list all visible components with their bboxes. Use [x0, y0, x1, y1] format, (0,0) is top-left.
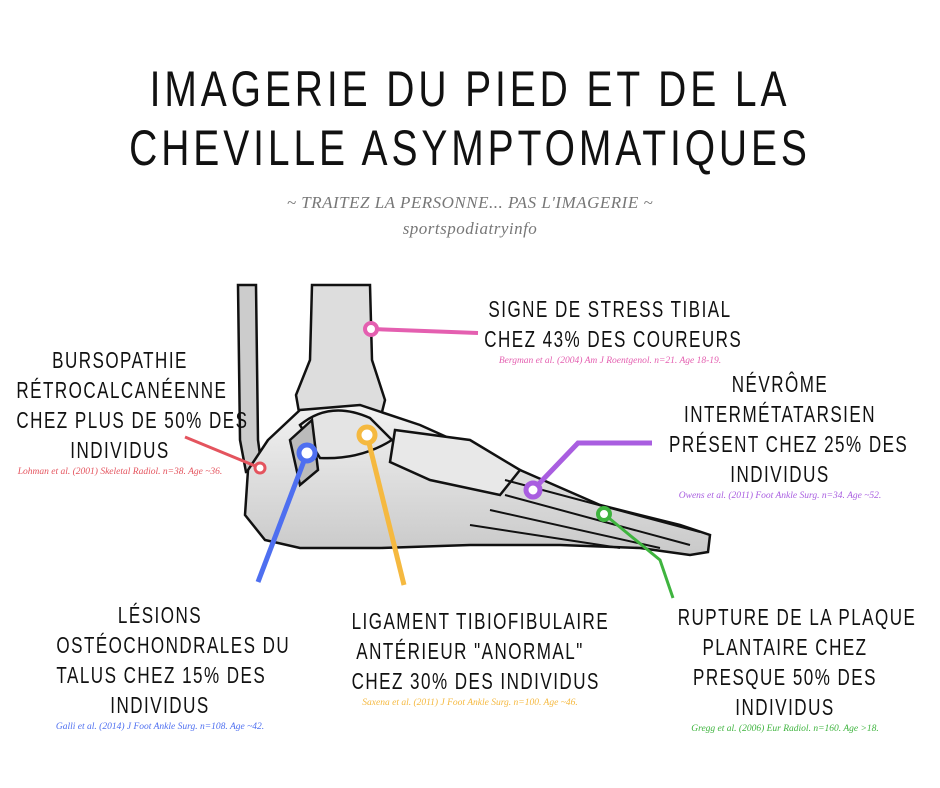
finding-tibial-stress: SIGNE DE STRESS TIBIAL CHEZ 43% DES COUR…	[440, 294, 780, 366]
finding-line: OSTÉOCHONDRALES DU	[56, 632, 291, 658]
finding-line: RÉTROCALCANÉENNE	[16, 377, 228, 403]
title-line-2: CHEVILLE ASYMPTOMATIQUES	[129, 120, 811, 176]
finding-line: LÉSIONS	[117, 602, 203, 628]
finding-talus: LÉSIONS OSTÉOCHONDRALES DU TALUS CHEZ 15…	[20, 600, 300, 732]
finding-line: INDIVIDUS	[735, 694, 835, 720]
finding-line: PLANTAIRE CHEZ	[702, 634, 868, 660]
title-line-1: IMAGERIE DU PIED ET DE LA	[149, 61, 791, 117]
finding-line: LIGAMENT TIBIOFIBULAIRE	[351, 608, 610, 634]
finding-plantar-plate: RUPTURE DE LA PLAQUE PLANTAIRE CHEZ PRES…	[640, 602, 930, 734]
finding-line: NÉVRÔME	[731, 371, 829, 397]
finding-atfl: LIGAMENT TIBIOFIBULAIRE ANTÉRIEUR "ANORM…	[310, 606, 630, 708]
connector-tibial-stress	[363, 321, 479, 337]
connector-neuroma	[523, 440, 652, 500]
citation: Galli et al. (2014) J Foot Ankle Surg. n…	[55, 722, 265, 732]
finding-line: PRESQUE 50% DES	[693, 664, 877, 690]
finding-neuroma: NÉVRÔME INTERMÉTATARSIEN PRÉSENT CHEZ 25…	[630, 369, 930, 501]
marker-ligament	[356, 424, 378, 446]
marker-plantar-plate	[596, 506, 612, 522]
tibia	[294, 283, 387, 427]
subtitle: ~ TRAITEZ LA PERSONNE... PAS L'IMAGERIE …	[286, 193, 654, 212]
connector-bursitis	[184, 435, 267, 475]
finding-line: ANTÉRIEUR "ANORMAL"	[356, 638, 584, 664]
connector-talus	[255, 442, 318, 583]
finding-line: RUPTURE DE LA PLAQUE	[677, 604, 917, 630]
finding-line: TALUS CHEZ 15% DES	[56, 662, 267, 688]
connector-atfl	[356, 424, 407, 586]
marker-heel	[253, 461, 267, 475]
marker-tibia	[363, 321, 379, 337]
finding-bursitis: BURSOPATHIE RÉTROCALCANÉENNE CHEZ PLUS D…	[0, 345, 260, 477]
finding-line: CHEZ 30% DES INDIVIDUS	[351, 668, 600, 694]
finding-line: INDIVIDUS	[110, 692, 210, 718]
citation: Saxena et al. (2011) J Foot Ankle Surg. …	[362, 698, 578, 708]
connector-plantar-plate	[596, 506, 675, 599]
marker-neuroma	[523, 480, 543, 500]
citation: Bergman et al. (2004) Am J Roentgenol. n…	[498, 356, 722, 366]
finding-line: INDIVIDUS	[730, 461, 830, 487]
source-handle: sportspodiatryinfo	[402, 219, 538, 238]
finding-line: CHEZ 43% DES COUREURS	[484, 326, 743, 352]
finding-line: INDIVIDUS	[70, 437, 170, 463]
citation: Lohman et al. (2001) Skeletal Radiol. n=…	[17, 467, 223, 477]
finding-line: CHEZ PLUS DE 50% DES	[16, 407, 249, 433]
finding-line: BURSOPATHIE	[52, 347, 188, 373]
citation: Gregg et al. (2006) Eur Radiol. n=160. A…	[691, 724, 879, 734]
finding-line: SIGNE DE STRESS TIBIAL	[488, 296, 732, 322]
citation: Owens et al. (2011) Foot Ankle Surg. n=3…	[678, 491, 882, 501]
marker-talus	[296, 442, 318, 464]
finding-line: PRÉSENT CHEZ 25% DES	[669, 431, 909, 457]
finding-line: INTERMÉTATARSIEN	[683, 401, 876, 427]
